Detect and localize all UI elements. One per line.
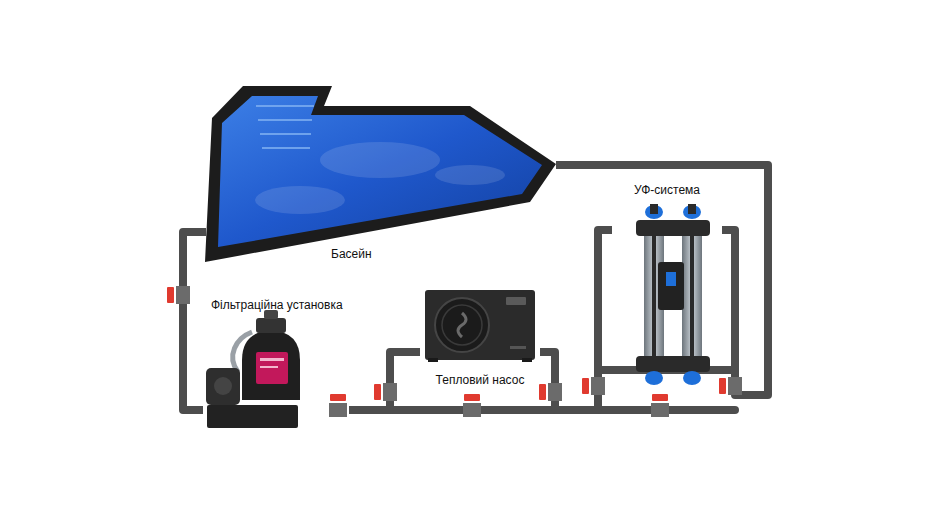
filter-unit-node: Фільтраційна установка [203, 296, 349, 430]
valve [374, 383, 397, 401]
heat-pump-node: Тепловий насос [420, 285, 540, 391]
valve [167, 286, 190, 304]
pipe-connector [349, 352, 420, 410]
component-label: Басейн [331, 247, 372, 262]
valve [582, 377, 605, 395]
heat-pump-drawing [425, 290, 535, 362]
valve [329, 394, 347, 417]
valve [463, 394, 481, 417]
pipe-connector [540, 230, 612, 410]
valve [719, 377, 742, 395]
filter-drawing [206, 310, 300, 428]
uv-system-drawing [636, 204, 710, 385]
component-label: Фільтраційна установка [211, 298, 343, 313]
valve [539, 383, 562, 401]
valve [651, 394, 669, 417]
component-label: Тепловий насос [436, 373, 525, 388]
valves [167, 286, 742, 417]
pipe-connector [183, 232, 206, 410]
pool-node: Басейн [206, 85, 556, 265]
pool-drawing [205, 86, 556, 262]
component-label: УФ-система [634, 183, 700, 198]
pipe-connector [556, 165, 768, 395]
uv-system-node: УФ-система [612, 180, 722, 375]
